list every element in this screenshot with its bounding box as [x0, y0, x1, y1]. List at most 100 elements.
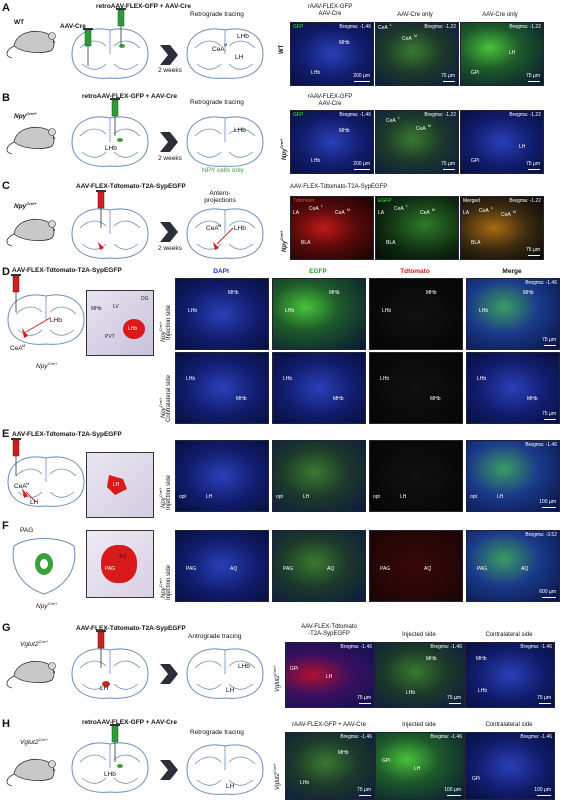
animal-label-b: NpyCre/+ [14, 111, 37, 121]
micro-tag: CeA [335, 210, 345, 216]
injection-title-c: AAV-FLEX-Tdtomato-T2A-SypEGFP [76, 183, 186, 190]
scale-bar [544, 345, 556, 346]
result-title-b: Retrograde tracing [190, 99, 244, 106]
micro-tag: LH [519, 144, 526, 150]
micro-tag: opt [179, 494, 186, 500]
micro-tag: Bregma: -1.22 [424, 24, 456, 30]
micro-tag: LHb [406, 690, 416, 696]
histology-inset-d: MHb LV DG LHb PVT [86, 290, 154, 356]
micro-tag: GPi [290, 666, 299, 672]
scale-label: 100 µm [534, 787, 551, 793]
sch-label: M [224, 42, 228, 47]
sch-label: LHb [50, 317, 62, 324]
micrograph: Bregma: -1.46 GPi LH 100 µm [375, 732, 465, 800]
micro-tag: MHb [527, 396, 538, 402]
scale-label: 100 µm [539, 499, 556, 505]
brain-schematic-g [71, 648, 149, 699]
row-label-h: Vglut2Cre/+ [272, 763, 281, 790]
brain-schematic-c [71, 208, 149, 259]
micro-tag: MHb [426, 656, 437, 662]
animal-label-h: Vglut2Cre/+ [20, 737, 49, 747]
img-header: Contralateral side [485, 632, 533, 638]
brain-schematic-result-g [186, 648, 264, 699]
scale-bar [544, 419, 556, 420]
injection-title-h: retroAAV-FLEX-GFP + AAV-Cre [82, 719, 177, 726]
animal-label-c: NpyCre/+ [14, 201, 37, 211]
brain-schematic-b [71, 116, 149, 167]
micrograph: EGFP LA CeA L CeA M BLA [375, 196, 459, 260]
micro-tag: L [491, 206, 493, 210]
micro-tag: MHb [228, 290, 239, 296]
micro-tag: LH [400, 494, 407, 500]
micro-tag: LH [326, 674, 333, 680]
micro-tag: AQ [521, 566, 529, 572]
micro-tag: PVT [105, 334, 115, 340]
row-side-d1: Injection side [166, 304, 172, 340]
scale-label: 75 µm [526, 73, 540, 79]
histology-inset-e: LH [86, 452, 154, 518]
micro-tag: BLA [471, 240, 481, 246]
micrograph: opt LH [369, 440, 463, 512]
brain-schematic-result-b [186, 116, 264, 167]
brain-schematic-result-c [186, 208, 264, 259]
micrograph: Bregma: -1.46 opt LH 100 µm [466, 440, 560, 512]
left-label-a: AAV-Cre [60, 23, 86, 30]
brain-schematic-f [12, 538, 76, 595]
scale-label: 75 µm [441, 73, 455, 79]
micro-tag: LHb [382, 308, 392, 314]
lhb-highlight [123, 319, 145, 339]
micro-tag: MHb [430, 396, 441, 402]
micro-tag: PAG [283, 566, 294, 572]
scale-bar [539, 703, 551, 704]
sch-label: M [218, 223, 222, 228]
sch-label: LHb [105, 145, 117, 152]
micro-tag: LHb [186, 376, 196, 382]
micro-tag: MHb [329, 290, 340, 296]
micro-tag: AQ [230, 566, 238, 572]
micro-tag: LH [497, 494, 504, 500]
syringe-icon [109, 723, 121, 763]
micro-tag: LA [293, 210, 300, 216]
scale-label: 75 µm [526, 161, 540, 167]
brain-schematic-e [7, 456, 85, 507]
micro-tag: Bregma: -1.46 [520, 644, 552, 650]
row-side-e: Injection side [166, 474, 172, 510]
micrograph: PAG AQ [175, 530, 269, 602]
micrograph: Tdtomato LA CeA L CeA M BLA [290, 196, 374, 260]
injection-title-e: AAV-FLEX-Tdtomato-T2A-SypEGFP [12, 431, 122, 438]
syringe-icon [115, 7, 127, 47]
micro-tag: LV [113, 304, 119, 310]
micro-tag: opt [373, 494, 380, 500]
sch-label: LH [226, 783, 235, 790]
micrograph: PAG AQ [272, 530, 366, 602]
micro-tag: CeA [501, 212, 511, 218]
micro-tag: Bregma: -1.22 [509, 112, 541, 118]
micro-tag: Bregma: -1.46 [525, 442, 557, 448]
micrograph: LHb MHb [369, 278, 463, 350]
img-header: Injected side [402, 722, 436, 728]
scale-bar [528, 169, 540, 170]
micro-tag: LH [113, 482, 120, 488]
micrograph: LHb MHb [175, 278, 269, 350]
micro-tag: LHb [188, 308, 198, 314]
micrograph: LHb MHb [369, 352, 463, 424]
brain-schematic-result-h [186, 744, 264, 795]
scale-label: 200 µm [353, 161, 370, 167]
result-title-g: Antrograde tracing [188, 633, 242, 640]
sch-label: CeA [212, 46, 225, 53]
img-header: AAV-Cre only [397, 12, 433, 18]
mouse-icon [6, 126, 57, 155]
micrograph: LHb MHb 75 µm [466, 352, 560, 424]
row-side-f: Injection side [166, 564, 172, 600]
micro-tag: GPi [472, 776, 481, 782]
panel-letter-a: A [2, 2, 10, 14]
micro-tag: CeA [394, 206, 404, 212]
scale-label: 100 µm [444, 787, 461, 793]
lh-highlight [107, 475, 127, 495]
scale-label: 75 µm [357, 787, 371, 793]
micro-tag: M [513, 210, 516, 214]
micro-tag: M [414, 34, 417, 38]
micro-tag: CeA [402, 36, 412, 42]
injection-title-a: retroAAV-FLEX-GFP + AAV-Cre [96, 3, 191, 10]
micro-tag: CeA [386, 118, 396, 124]
